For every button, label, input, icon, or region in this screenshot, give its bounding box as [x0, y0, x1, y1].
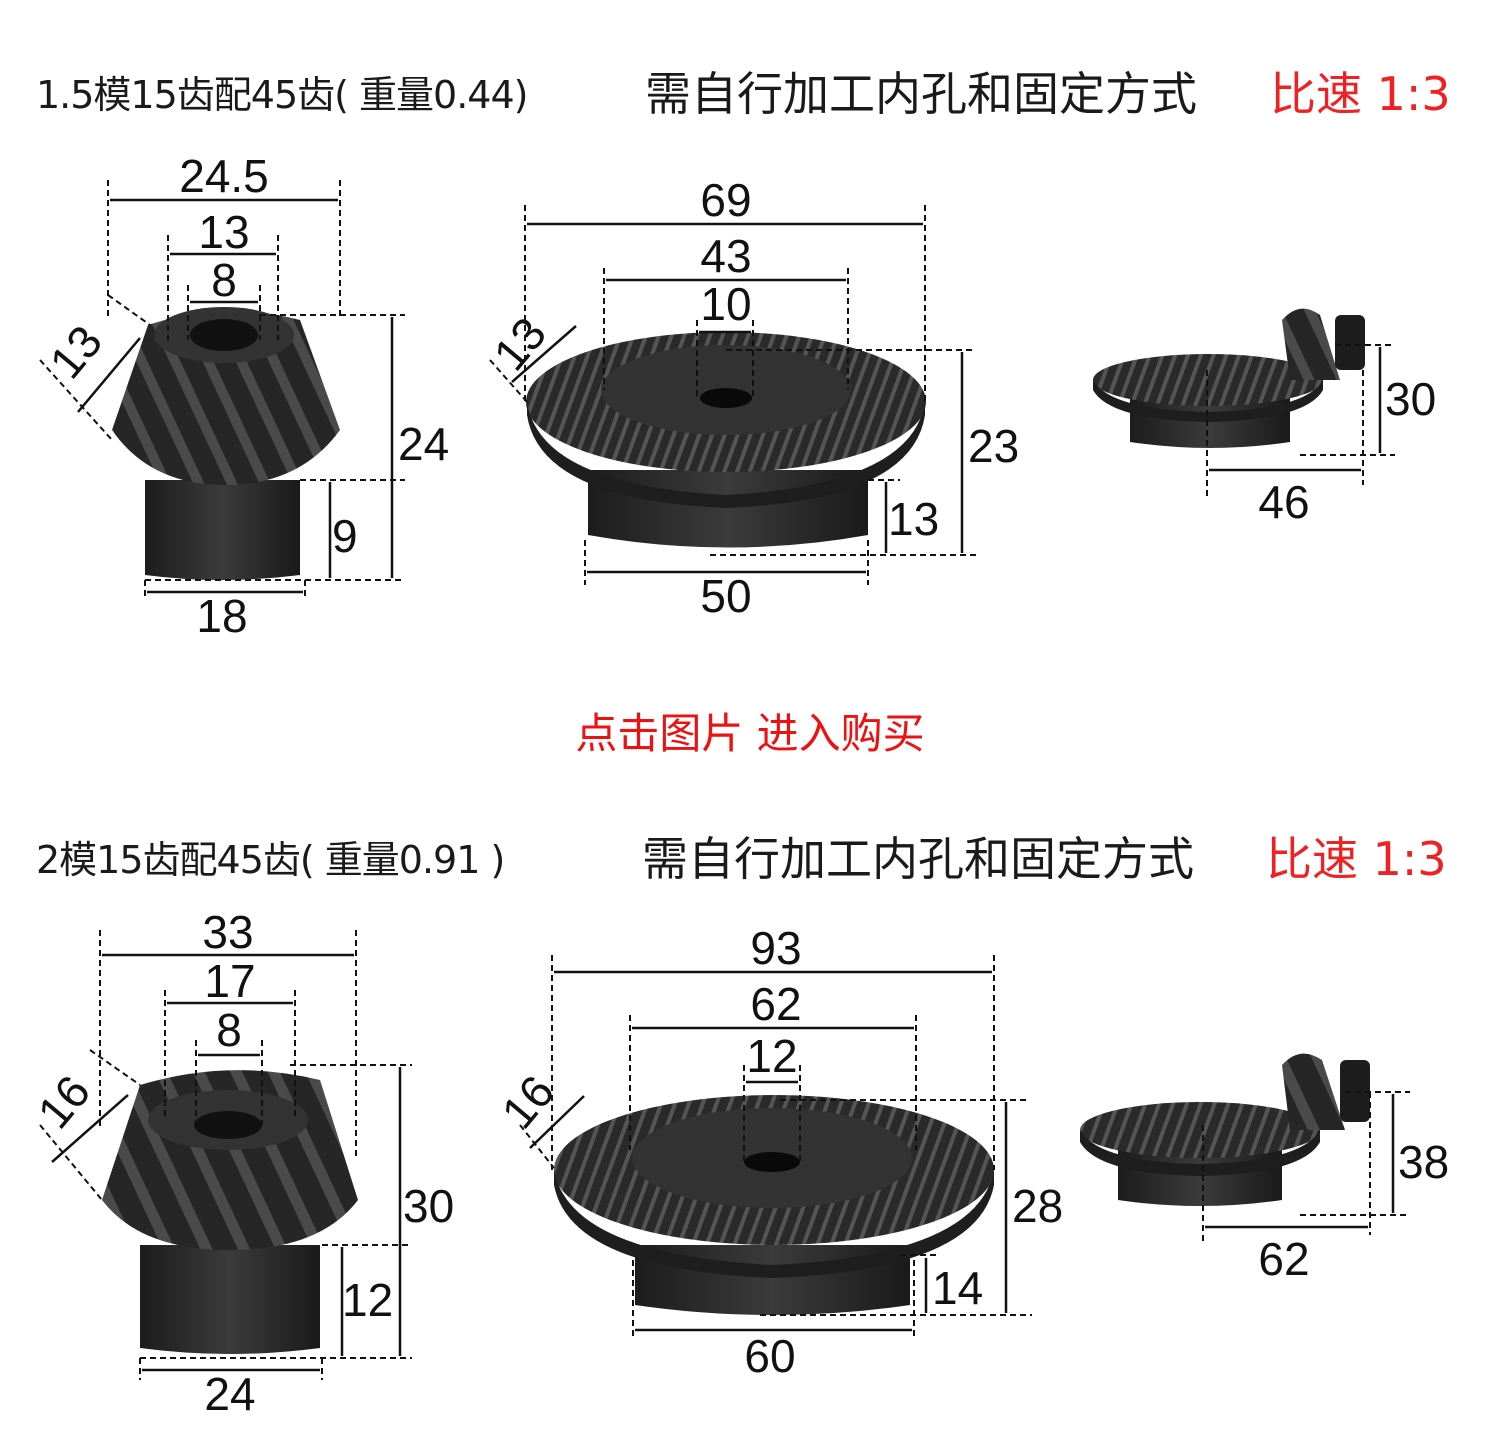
pinion-hub-dia-label: 18 [196, 590, 247, 640]
gear-bore-label: 10 [700, 278, 751, 330]
assembly-height-label: 30 [1385, 373, 1436, 425]
section-1-note: 需自行加工内孔和固定方式 [645, 67, 1197, 121]
section-1-spec: 1.5模15齿配45齿( 重量0.44) [36, 73, 528, 117]
gear-height-label: 28 [1012, 1180, 1063, 1232]
pinion-hub-dia-label: 24 [204, 1368, 255, 1420]
section-2-header: 2模15齿配45齿( 重量0.91 ) 需自行加工内孔和固定方式 比速 1:3 [0, 815, 1500, 886]
section-2-note: 需自行加工内孔和固定方式 [642, 832, 1194, 886]
bevel-gear-image[interactable] [526, 332, 926, 548]
pinion-outer-dia-label: 33 [202, 906, 253, 958]
pinion-gear-image[interactable] [102, 1070, 358, 1354]
pinion-mid-dia-label: 13 [198, 206, 249, 258]
gear-assembly-image[interactable] [1093, 308, 1365, 448]
gear-hub-height-label: 13 [888, 493, 939, 545]
pinion-height-label: 24 [398, 418, 449, 470]
assembly-extension-lines [1202, 1091, 1410, 1245]
pinion-height-label: 30 [403, 1180, 454, 1232]
gear-bore-label: 12 [746, 1030, 797, 1082]
pinion-mid-dia-label: 17 [204, 955, 255, 1007]
pinion-bore-label: 8 [216, 1004, 242, 1056]
gear-dimension-lines [511, 222, 964, 574]
gear-mid-dia-label: 62 [750, 978, 801, 1030]
pinion-dimension-lines [77, 198, 394, 594]
gear-height-label: 23 [968, 420, 1019, 472]
section-1-header: 1.5模15齿配45齿( 重量0.44) 需自行加工内孔和固定方式 比速 1:3 [0, 50, 1500, 121]
assembly-width-label: 62 [1258, 1233, 1309, 1285]
assembly-height-label: 38 [1398, 1136, 1449, 1188]
section-2-spec: 2模15齿配45齿( 重量0.91 ) [36, 838, 505, 882]
pinion-bore-label: 8 [211, 254, 237, 306]
section-2-ratio: 比速 1:3 [1266, 832, 1447, 886]
section-1-diagram[interactable]: 24.5 13 8 13 24 9 18 69 43 10 13 23 13 5… [0, 140, 1500, 640]
gear-extension-lines [519, 955, 1032, 1340]
gear-hub-dia-label: 60 [744, 1330, 795, 1382]
bevel-gear-image[interactable] [554, 1095, 994, 1315]
gear-face-label: 13 [483, 307, 556, 380]
pinion-outer-dia-label: 24.5 [179, 150, 269, 202]
assembly-extension-lines [1206, 344, 1395, 500]
pinion-face-label: 16 [27, 1065, 100, 1138]
gear-hub-height-label: 14 [932, 1262, 983, 1314]
section-2-diagram[interactable]: 33 17 8 16 30 12 24 93 62 12 16 28 14 60 [0, 900, 1500, 1430]
assembly-width-label: 46 [1258, 476, 1309, 528]
pinion-gear-image[interactable] [112, 307, 340, 580]
gear-outer-dia-label: 69 [700, 174, 751, 226]
gear-extension-lines [489, 205, 980, 585]
gear-outer-dia-label: 93 [750, 922, 801, 974]
gear-mid-dia-label: 43 [700, 230, 751, 282]
assembly-dimension-lines [1205, 1094, 1395, 1229]
pinion-hub-height-label: 9 [332, 510, 358, 562]
pinion-dimension-lines [51, 953, 402, 1372]
pinion-extension-lines [39, 930, 412, 1380]
assembly-dimension-lines [1209, 347, 1382, 472]
pinion-extension-lines [39, 180, 405, 600]
gear-assembly-image[interactable] [1080, 1053, 1370, 1206]
section-1-ratio: 比速 1:3 [1270, 67, 1451, 121]
buy-link[interactable]: 点击图片 进入购买 [575, 709, 925, 758]
pinion-face-label: 13 [39, 315, 112, 388]
gear-hub-dia-label: 50 [700, 570, 751, 622]
pinion-hub-height-label: 12 [342, 1274, 393, 1326]
gear-dimension-lines [529, 970, 1008, 1332]
